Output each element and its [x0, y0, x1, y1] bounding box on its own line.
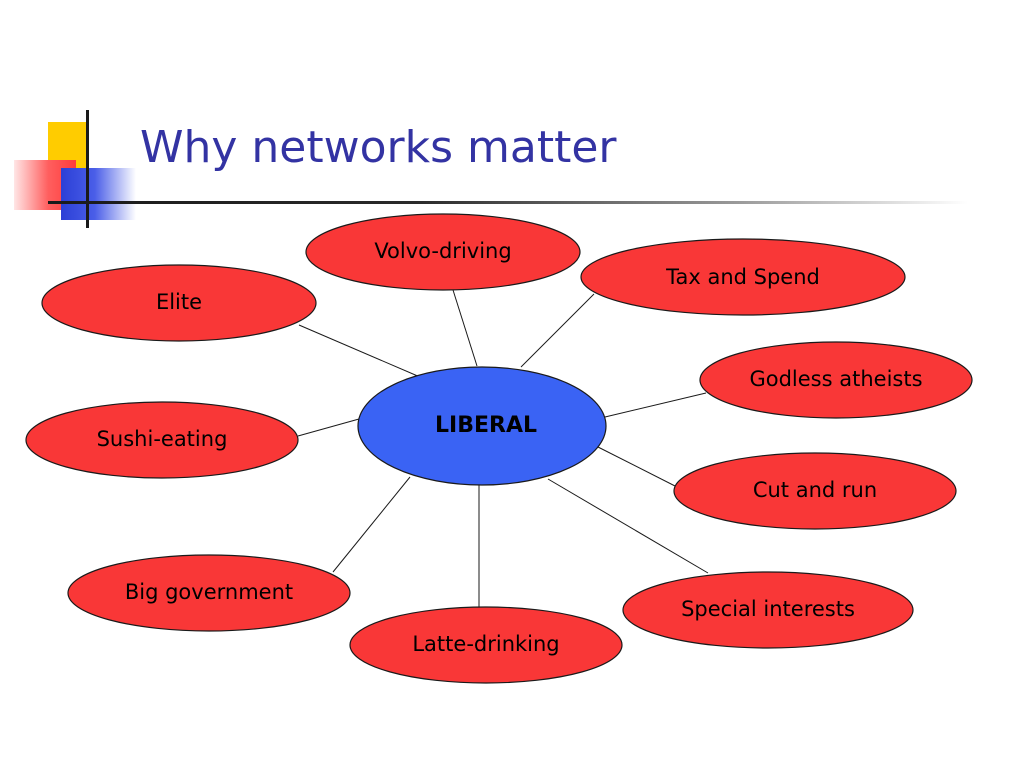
center-node: LIBERAL: [357, 366, 607, 486]
connector-cut-and-run: [597, 446, 678, 488]
node-label-tax-and-spend: Tax and Spend: [665, 265, 820, 289]
node-label-latte-drinking: Latte-drinking: [412, 632, 559, 656]
connector-tax-and-spend: [520, 293, 595, 368]
node-ellipse-sushi-eating: [25, 401, 299, 479]
node-godless-atheists: Godless atheists: [699, 341, 973, 419]
title-underline: [48, 201, 968, 204]
node-ellipse-big-government: [67, 554, 351, 632]
connector-big-government: [332, 476, 411, 573]
center-label: LIBERAL: [435, 413, 537, 438]
node-label-special-interests: Special interests: [681, 597, 855, 621]
node-ellipse-tax-and-spend: [580, 238, 906, 316]
node-label-godless-atheists: Godless atheists: [749, 367, 922, 391]
node-special-interests: Special interests: [622, 571, 914, 649]
connector-elite: [298, 324, 421, 378]
node-tax-and-spend: Tax and Spend: [580, 238, 906, 316]
node-ellipse-latte-drinking: [349, 606, 623, 684]
node-ellipse-volvo-driving: [305, 213, 581, 291]
connector-special-interests: [547, 478, 709, 574]
node-ellipse-special-interests: [622, 571, 914, 649]
node-cut-and-run: Cut and run: [673, 452, 957, 530]
slide-title: Why networks matter: [140, 122, 617, 173]
logo-blue-square: [61, 168, 136, 220]
node-ellipse-elite: [41, 264, 317, 342]
connector-volvo-driving: [452, 289, 478, 367]
logo-vertical-line: [86, 110, 89, 228]
node-latte-drinking: Latte-drinking: [349, 606, 623, 684]
center-ellipse: [357, 366, 607, 486]
node-big-government: Big government: [67, 554, 351, 632]
node-label-cut-and-run: Cut and run: [753, 478, 877, 502]
node-label-volvo-driving: Volvo-driving: [374, 239, 511, 263]
node-sushi-eating: Sushi-eating: [25, 401, 299, 479]
node-label-big-government: Big government: [125, 580, 293, 604]
node-ellipse-cut-and-run: [673, 452, 957, 530]
connector-sushi-eating: [297, 418, 360, 437]
node-ellipse-godless-atheists: [699, 341, 973, 419]
node-label-sushi-eating: Sushi-eating: [97, 427, 228, 451]
node-elite: Elite: [41, 264, 317, 342]
connectors: [297, 289, 709, 607]
node-volvo-driving: Volvo-driving: [305, 213, 581, 291]
connector-godless-atheists: [604, 392, 707, 418]
node-label-elite: Elite: [156, 290, 202, 314]
